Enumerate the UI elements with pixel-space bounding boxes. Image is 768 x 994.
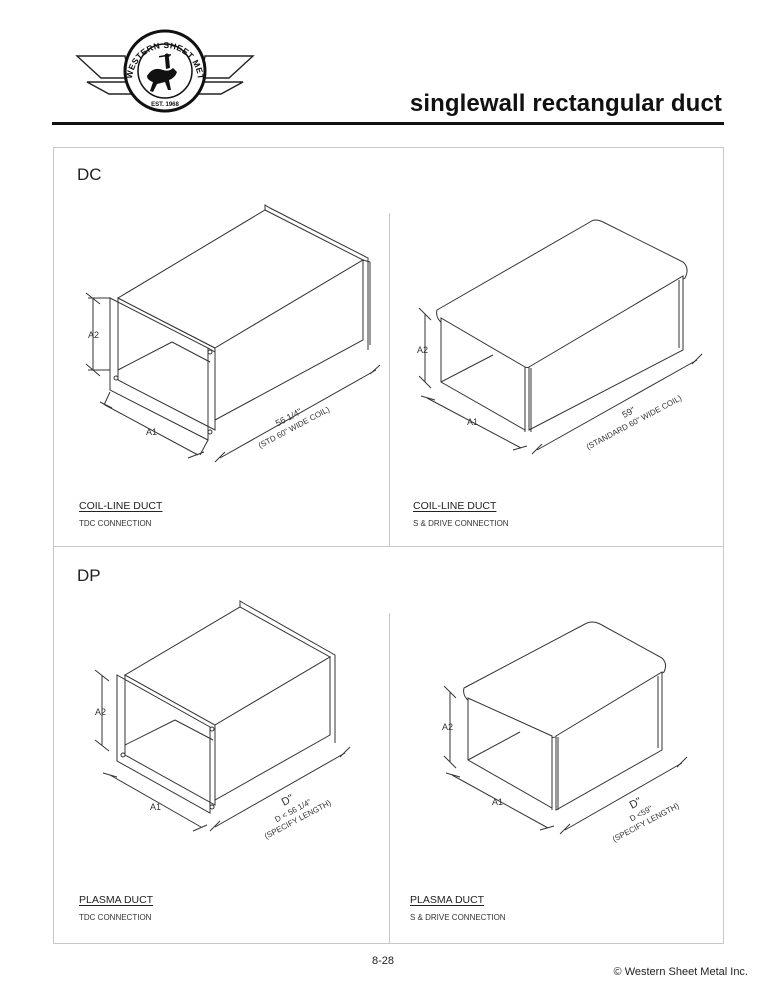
plasma-s-drive-drawing: A2 A1 D" D <59" (SPECIFY LENGTH) [420,610,710,855]
page-number: 8-28 [372,955,395,967]
bronco-rider-icon [147,53,177,92]
section-label-dp: DP [77,566,101,585]
dim-a1-label: A1 [146,427,157,437]
duct-tdc-isometric-icon: A2 A1 D" D < 56 1/4" (SPECIFY LENGTH) [94,600,351,841]
dim-a1-label: A1 [492,797,503,807]
dim-length-note: (STANDARD 60" WIDE COIL) [585,393,684,451]
logo-emblem-icon: WESTERN SHEET METAL INC EST. 1968 [72,18,255,113]
duct-s-drive-isometric-icon: A2 A1 59" (STANDARD 60" WIDE COIL) [417,219,703,455]
caption-coil-line-s-drive: COIL-LINE DUCT S & DRIVE CONNECTION [413,500,509,528]
dim-a2-label: A2 [442,722,453,732]
duct-tdc-isometric-icon: A2 A1 56 1/4" (STD 60" WIDE COIL) [85,204,381,463]
dim-a1-label: A1 [467,417,478,427]
logo-est-text: EST. 1968 [151,102,179,108]
dim-a2-label: A2 [88,330,99,340]
dim-length-label: D" [628,795,644,811]
coil-line-tdc-drawing: A2 A1 56 1/4" (STD 60" WIDE COIL) [60,200,390,475]
column-divider-bottom [389,613,390,944]
caption-subtitle: TDC CONNECTION [79,913,152,922]
caption-title: COIL-LINE DUCT [79,500,163,512]
company-logo: WESTERN SHEET METAL INC EST. 1968 [72,18,255,116]
section-divider [53,546,724,547]
coil-line-s-drive-drawing: A2 A1 59" (STANDARD 60" WIDE COIL) [395,210,715,475]
page-title: singlewall rectangular duct [409,90,722,117]
caption-subtitle: TDC CONNECTION [79,519,152,528]
section-label-dc: DC [77,165,102,184]
dim-a1-label: A1 [150,802,161,812]
caption-plasma-s-drive: PLASMA DUCT S & DRIVE CONNECTION [410,894,506,922]
caption-subtitle: S & DRIVE CONNECTION [413,519,509,528]
caption-coil-line-tdc: COIL-LINE DUCT TDC CONNECTION [79,500,162,528]
plasma-tdc-drawing: A2 A1 D" D < 56 1/4" (SPECIFY LENGTH) [75,595,375,850]
drawing-panel [53,147,724,944]
dim-a2-label: A2 [417,345,428,355]
duct-s-drive-isometric-icon: A2 A1 D" D <59" (SPECIFY LENGTH) [442,621,688,844]
dim-length-label: D" [280,792,296,808]
caption-plasma-tdc: PLASMA DUCT TDC CONNECTION [79,894,153,922]
caption-title: PLASMA DUCT [79,894,154,906]
caption-title: PLASMA DUCT [410,894,485,906]
copyright-notice: © Western Sheet Metal Inc. [613,966,748,978]
caption-title: COIL-LINE DUCT [413,500,497,512]
column-divider-top [389,213,390,546]
title-underline [52,122,724,125]
dim-a2-label: A2 [95,707,106,717]
caption-subtitle: S & DRIVE CONNECTION [410,913,506,922]
